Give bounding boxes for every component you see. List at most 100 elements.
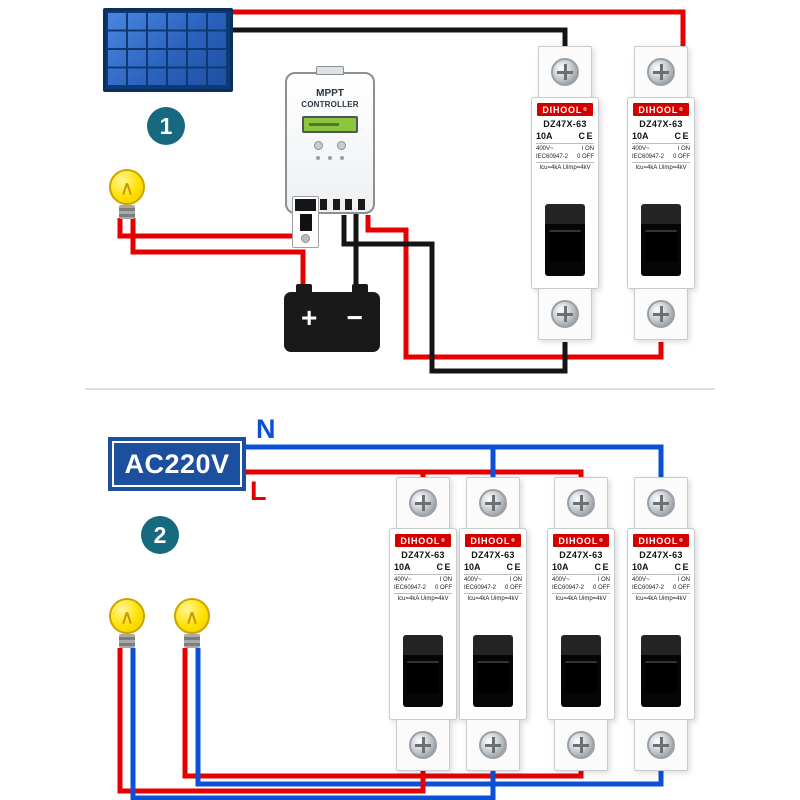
brand-label: DIHOOL® — [537, 103, 593, 116]
controller-button — [314, 140, 323, 150]
step-2-badge: 2 — [141, 516, 179, 554]
light-bulb — [174, 598, 210, 648]
breaker-top-terminal — [634, 477, 688, 529]
breaker-top-terminal — [466, 477, 520, 529]
controller-buttons — [314, 140, 346, 150]
controller-subtitle: CONTROLLER — [301, 99, 359, 109]
spec-row-1: 400V~I ON — [464, 577, 522, 583]
mini-breaker-terminal — [295, 199, 316, 211]
wire-battery-positive — [130, 218, 306, 290]
breaker-toggle-switch — [641, 635, 681, 707]
spec-row-3: Icu=4kA Uimp=4kV — [536, 162, 594, 171]
rating-row: 10A CE — [632, 562, 690, 575]
screw-icon — [409, 489, 437, 517]
light-bulb — [109, 169, 145, 219]
breaker-body: DIHOOL® DZ47X-63 10A CE 400V~I ON IEC609… — [627, 528, 695, 720]
bulb-base — [184, 634, 200, 648]
neutral-label: N — [256, 414, 276, 444]
breaker-body: DIHOOL® DZ47X-63 10A CE 400V~I ON IEC609… — [389, 528, 457, 720]
spec-row-1: 400V~I ON — [394, 577, 452, 583]
screw-icon — [647, 731, 675, 759]
breaker-toggle-switch — [561, 635, 601, 707]
breaker-top-terminal — [538, 46, 592, 98]
wire-live-bus — [246, 469, 584, 479]
light-bulb — [109, 598, 145, 648]
wire-bulb-b-live — [182, 648, 584, 779]
amp-rating: 10A — [632, 562, 649, 572]
circuit-breaker: DIHOOL® DZ47X-63 10A CE 400V~I ON IEC609… — [547, 477, 615, 773]
breaker-top-terminal — [554, 477, 608, 529]
spec-row-3: Icu=4kA Uimp=4kV — [394, 593, 452, 602]
breaker-toggle-switch — [545, 204, 585, 276]
controller-lcd-screen — [302, 115, 358, 133]
ce-mark: CE — [506, 562, 522, 572]
circuit-breaker: DIHOOL® DZ47X-63 10A CE 400V~I ON IEC609… — [627, 46, 695, 342]
amp-rating: 10A — [464, 562, 481, 572]
wire-pv-negative-return — [341, 215, 568, 374]
screw-icon — [301, 234, 310, 243]
screw-icon — [647, 300, 675, 328]
ce-mark: CE — [674, 562, 690, 572]
screw-icon — [567, 731, 595, 759]
brand-label: DIHOOL® — [633, 534, 689, 547]
breaker-bottom-terminal — [538, 288, 592, 340]
circuit-breaker: DIHOOL® DZ47X-63 10A CE 400V~I ON IEC609… — [389, 477, 457, 773]
ce-mark: CE — [674, 131, 690, 141]
rating-row: 10A CE — [632, 131, 690, 144]
screw-icon — [567, 489, 595, 517]
brand-label: DIHOOL® — [553, 534, 609, 547]
amp-rating: 10A — [394, 562, 411, 572]
spec-row-3: Icu=4kA Uimp=4kV — [552, 593, 610, 602]
rating-row: 10A CE — [464, 562, 522, 575]
breaker-toggle-switch — [641, 204, 681, 276]
model-label: DZ47X-63 — [639, 550, 683, 560]
ac-source-label: AC220V — [124, 448, 230, 479]
solar-panel — [103, 8, 233, 92]
switch-handle — [549, 230, 581, 262]
breaker-body: DIHOOL® DZ47X-63 10A CE 400V~I ON IEC609… — [547, 528, 615, 720]
breaker-bottom-terminal — [466, 719, 520, 771]
screw-icon — [409, 731, 437, 759]
bulb-glass — [109, 169, 145, 205]
breaker-bottom-terminal — [634, 288, 688, 340]
wire-pv-positive-feed — [225, 9, 686, 55]
wire-load-bulb-1 — [117, 218, 309, 246]
bulb-glass — [109, 598, 145, 634]
brand-label: DIHOOL® — [395, 534, 451, 547]
model-label: DZ47X-63 — [559, 550, 603, 560]
bulb-base — [119, 205, 135, 219]
controller-leds — [316, 155, 344, 160]
switch-handle — [645, 661, 677, 693]
wire-bulb-a-live — [117, 648, 426, 794]
model-label: DZ47X-63 — [639, 119, 683, 129]
spec-row-1: 400V~I ON — [632, 577, 690, 583]
battery: + − — [284, 284, 380, 352]
breaker-top-terminal — [634, 46, 688, 98]
battery-positive-terminal — [296, 284, 312, 293]
rating-row: 10A CE — [536, 131, 594, 144]
battery-plus-sign: + — [301, 302, 318, 333]
breaker-body: DIHOOL® DZ47X-63 10A CE 400V~I ON IEC609… — [459, 528, 527, 720]
spec-row-3: Icu=4kA Uimp=4kV — [632, 593, 690, 602]
screw-icon — [479, 731, 507, 759]
circuit-breaker: DIHOOL® DZ47X-63 10A CE 400V~I ON IEC609… — [627, 477, 695, 773]
rating-row: 10A CE — [394, 562, 452, 575]
switch-handle — [407, 661, 439, 693]
spec-row-3: Icu=4kA Uimp=4kV — [464, 593, 522, 602]
model-label: DZ47X-63 — [401, 550, 445, 560]
controller-button — [337, 140, 346, 150]
brand-label: DIHOOL® — [465, 534, 521, 547]
wire-bulb-b-neutral — [195, 648, 664, 787]
section-divider — [85, 388, 715, 390]
switch-handle — [565, 661, 597, 693]
breaker-toggle-switch — [403, 635, 443, 707]
breaker-bottom-terminal — [554, 719, 608, 771]
amp-rating: 10A — [536, 131, 553, 141]
breaker-toggle-switch — [473, 635, 513, 707]
step-1-badge: 1 — [147, 107, 185, 145]
